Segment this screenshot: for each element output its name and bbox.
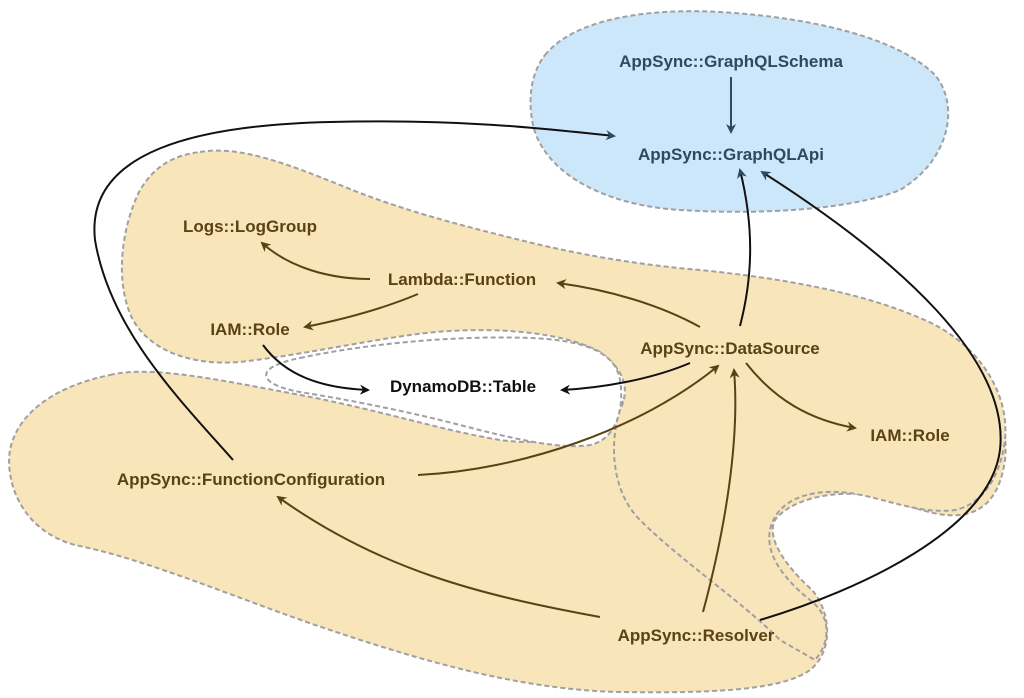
edges	[93, 77, 1002, 621]
edge-lambda-to-loggroup	[260, 241, 371, 280]
node-resolver: AppSync::Resolver	[618, 626, 775, 645]
node-data-source: AppSync::DataSource	[640, 339, 819, 358]
node-lambda-function: Lambda::Function	[388, 270, 536, 289]
edge-datasource-to-iamrole	[745, 362, 857, 432]
edge-functionconfig-to-datasource	[417, 364, 720, 476]
edge-resolver-to-datasource	[702, 368, 740, 613]
edge-datasource-to-dynamodb	[560, 362, 691, 395]
edge-iamrole-to-dynamodb	[262, 344, 370, 395]
edge-resolver-to-api	[759, 170, 1002, 621]
edge-functionconfig-to-api	[93, 120, 616, 461]
node-iam-role-lambda: IAM::Role	[210, 320, 289, 339]
edge-datasource-to-api	[737, 168, 752, 327]
node-function-configuration: AppSync::FunctionConfiguration	[117, 470, 385, 489]
node-graphql-schema: AppSync::GraphQLSchema	[619, 52, 843, 71]
node-graphql-api: AppSync::GraphQLApi	[638, 145, 824, 164]
node-dynamodb-table: DynamoDB::Table	[390, 377, 536, 396]
edge-datasource-to-lambda	[556, 279, 701, 328]
edge-resolver-to-functionconfig	[276, 495, 601, 618]
node-iam-role-datasource: IAM::Role	[870, 426, 949, 445]
dynamodb-hole	[265, 336, 623, 448]
node-log-group: Logs::LogGroup	[183, 217, 317, 236]
edge-lambda-to-iamrole	[303, 293, 419, 331]
graphql-region	[529, 10, 950, 213]
